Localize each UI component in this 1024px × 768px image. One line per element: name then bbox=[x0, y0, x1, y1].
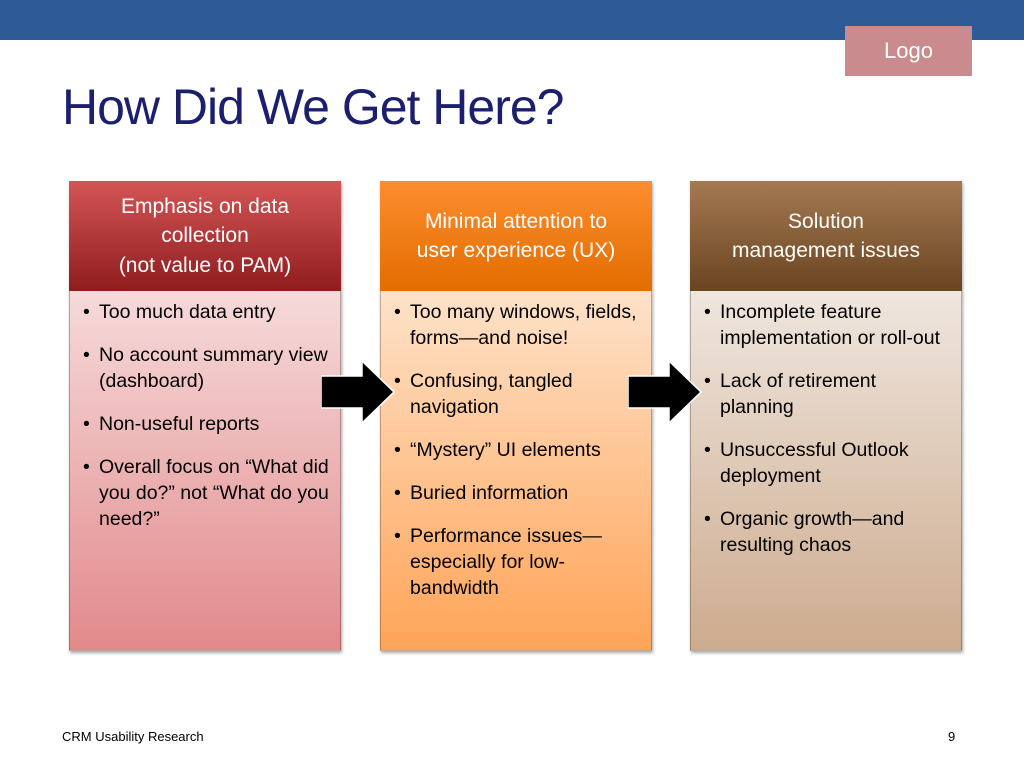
bullet-item: Buried information bbox=[389, 480, 641, 506]
bullet-item: Too many windows, fields, forms—and nois… bbox=[389, 299, 641, 351]
bullet-list: Too many windows, fields, forms—and nois… bbox=[389, 299, 641, 601]
column-body: Too many windows, fields, forms—and nois… bbox=[380, 291, 652, 651]
heading-line: Emphasis on data bbox=[120, 194, 290, 218]
heading-line: management issues bbox=[732, 239, 920, 262]
bullet-item: Too much data entry bbox=[78, 299, 330, 325]
bullet-item: Performance issues—especially for low-ba… bbox=[389, 523, 641, 601]
column-body: Too much data entry No account summary v… bbox=[69, 291, 341, 651]
bullet-list: Incomplete feature implementation or rol… bbox=[699, 299, 951, 558]
column-minimal-ux: Minimal attention to user experience (UX… bbox=[380, 181, 652, 651]
column-heading: Emphasis on data collection (not value t… bbox=[69, 181, 341, 291]
heading-line: collection bbox=[161, 224, 249, 248]
page-number: 9 bbox=[948, 729, 956, 744]
bullet-list: Too much data entry No account summary v… bbox=[78, 299, 330, 532]
column-emphasis-on-data: Emphasis on data collection (not value t… bbox=[69, 181, 341, 651]
heading-line: Minimal attention to bbox=[424, 209, 608, 233]
column-heading: Solution management issues bbox=[690, 181, 962, 291]
column-solution-management: Solution management issues Incomplete fe… bbox=[690, 181, 962, 651]
bullet-item: Organic growth—and resulting chaos bbox=[699, 506, 951, 558]
bullet-item: No account summary view (dashboard) bbox=[78, 342, 330, 394]
logo-placeholder: Logo bbox=[845, 26, 972, 76]
heading-line: Solution bbox=[788, 209, 864, 233]
bullet-item: Lack of retirement planning bbox=[699, 368, 951, 420]
right-arrow-icon bbox=[321, 361, 395, 423]
heading-line: user experience (UX) bbox=[416, 239, 616, 262]
bullet-item: Overall focus on “What did you do?” not … bbox=[78, 454, 330, 532]
bullet-item: “Mystery” UI elements bbox=[389, 437, 641, 463]
heading-line: (not value to PAM) bbox=[118, 253, 292, 277]
column-body: Incomplete feature implementation or rol… bbox=[690, 291, 962, 651]
bullet-item: Incomplete feature implementation or rol… bbox=[699, 299, 951, 351]
bullet-item: Non-useful reports bbox=[78, 411, 330, 437]
column-heading: Minimal attention to user experience (UX… bbox=[380, 181, 652, 291]
slide-title: How Did We Get Here? bbox=[62, 79, 564, 135]
bullet-item: Confusing, tangled navigation bbox=[389, 368, 641, 420]
footer-text: CRM Usability Research bbox=[62, 729, 204, 744]
right-arrow-icon bbox=[628, 361, 702, 423]
bullet-item: Unsuccessful Outlook deployment bbox=[699, 437, 951, 489]
